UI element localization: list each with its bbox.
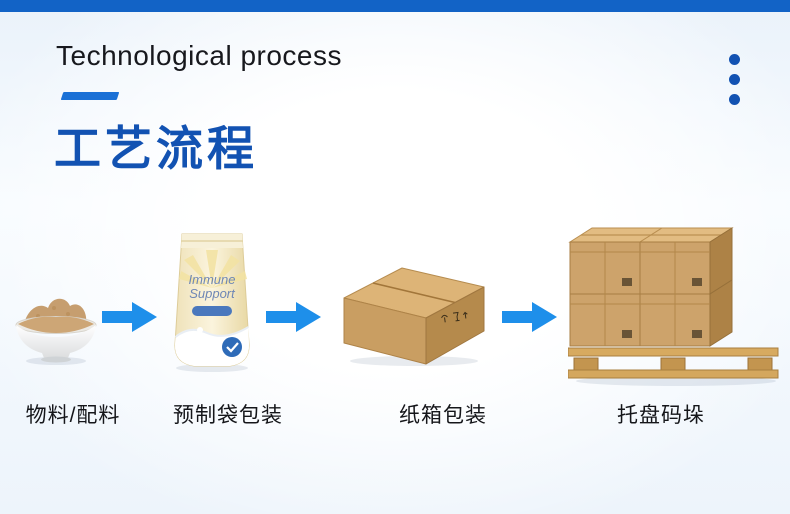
step-label-materials: 物料/配料 (25, 404, 121, 427)
page-title-english: Technological process (56, 40, 342, 71)
top-accent-bar (0, 0, 790, 12)
powder-bowl-icon (8, 282, 104, 366)
decorative-dot (729, 74, 740, 85)
pouch-brand-line1: Immune (189, 272, 236, 287)
step-label-pallet: 托盘码垛 (617, 404, 705, 427)
decorative-dots (729, 54, 740, 105)
pouch-package-icon: Immune Support (162, 230, 262, 372)
pouch-brand-line2: Support (189, 286, 236, 301)
flow-arrow-icon (502, 300, 558, 334)
step-label-carton: 纸箱包装 (399, 404, 487, 427)
flow-arrow-icon (102, 300, 158, 334)
carton-box-icon (334, 256, 492, 366)
page-title-chinese: 工艺流程 (54, 122, 258, 175)
flow-arrow-icon (266, 300, 322, 334)
decorative-dot (729, 94, 740, 105)
pallet-stack-icon (568, 218, 783, 386)
step-label-premade-bag: 预制袋包装 (173, 404, 283, 427)
title-underline-decoration (60, 92, 120, 100)
decorative-dot (729, 54, 740, 65)
